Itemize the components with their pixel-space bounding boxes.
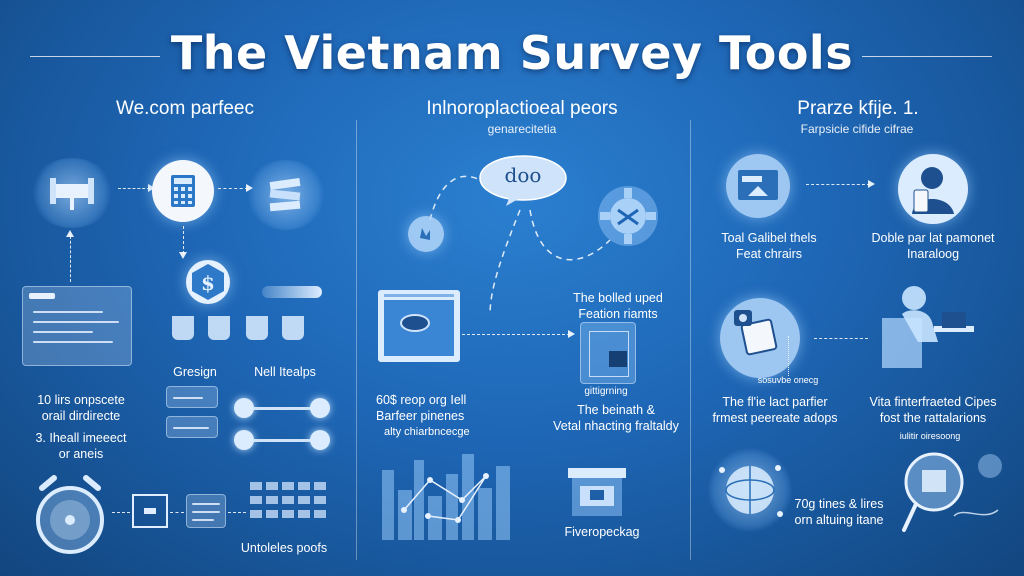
- arrow-head: [568, 330, 575, 338]
- column-heading: We.com parfeec: [116, 98, 254, 119]
- connector: [806, 184, 870, 185]
- title-rule-left: [30, 56, 160, 57]
- reporting-subcaption: alty chiarbncecge: [384, 426, 470, 438]
- slider-icon: [234, 398, 334, 420]
- matching-caption: The beinath & Vetal nhacting fraltaldy: [553, 403, 679, 433]
- hand-chat-icon: [408, 216, 444, 252]
- browser-upload-icon: [726, 154, 790, 218]
- bottom-caption: Untoleles poofs: [240, 541, 328, 555]
- stats-caption: 10 lirs onpscete orail dirdirecte 3. Ihe…: [35, 393, 127, 461]
- column-subheading: Farpsicie cifide cifrae: [800, 122, 914, 136]
- browser-window-icon: [22, 286, 132, 366]
- column-divider-1: [356, 120, 357, 560]
- person-phone-icon: [898, 154, 968, 224]
- slider-icon: [234, 430, 334, 452]
- interfraeted-caption: Vita finterfraeted Cipes fost the rattal…: [869, 395, 997, 425]
- dollar-badge-icon: $: [186, 260, 230, 304]
- tool-caption: Toal Galibel thels Feat chrairs: [721, 231, 817, 261]
- column-divider-2: [690, 120, 691, 560]
- connector: [118, 188, 150, 189]
- arrow-head: [66, 230, 74, 237]
- pen-icon: [262, 286, 322, 298]
- small-label: gittigrning: [584, 386, 628, 397]
- connector: [112, 512, 130, 513]
- magnifier-icon: [894, 446, 1012, 546]
- arrow-head: [148, 184, 155, 192]
- speech-bubble-icon: doo: [478, 154, 568, 208]
- city-network-icon: [378, 440, 518, 540]
- alarm-clock-icon: [30, 470, 110, 560]
- network-globe-icon: [708, 448, 792, 532]
- calculator-icon: [152, 160, 214, 222]
- column-heading: Prarze kfije. 1.: [797, 98, 919, 119]
- design-label: Gresign: [173, 365, 217, 379]
- connector: [814, 338, 868, 339]
- connector: [462, 334, 570, 335]
- flow-connectors: [429, 175, 611, 316]
- puzzle-gear-icon: [592, 180, 664, 252]
- small-label: iulitir oiresoong: [899, 431, 961, 441]
- payment-caption: Doble par lat pamonet Inaraloog: [871, 231, 995, 261]
- cups-icon: [172, 316, 322, 344]
- document-icon: [186, 494, 226, 528]
- tablet-device-icon: [720, 298, 800, 378]
- bottom-caption: Fiveropeckag: [564, 525, 640, 539]
- arrow-head: [868, 180, 875, 188]
- parfier-caption: The fl'ie lact parfier frmest peereate a…: [712, 395, 838, 425]
- form-field-icon: [166, 416, 218, 438]
- seated-worker-icon: [878, 282, 978, 372]
- grid-icon: [250, 482, 328, 532]
- tools-label: Nell Itealps: [254, 365, 316, 379]
- arrow-head: [179, 252, 187, 259]
- document-stack-icon: [246, 160, 326, 230]
- column-subheading: genarecitetia: [487, 122, 557, 136]
- column-heading: Inlnoroplactioeal peors: [426, 98, 618, 119]
- dotted-trail: [788, 336, 812, 376]
- connector: [70, 236, 71, 282]
- storefront-icon: [566, 460, 628, 518]
- connector: [183, 226, 184, 254]
- svg-text:$: $: [201, 271, 215, 295]
- layout-card-icon: [580, 322, 636, 384]
- small-label: sosuvbe onecg: [757, 375, 819, 385]
- laptop-icon: [378, 290, 460, 368]
- page-title: The Vietnam Survey Tools: [170, 26, 854, 80]
- bottom-caption: 70g tines & lires orn altuing itane: [794, 497, 884, 527]
- title-rule-right: [862, 56, 992, 57]
- form-field-icon: [166, 386, 218, 408]
- connector: [228, 512, 246, 513]
- connector: [218, 188, 248, 189]
- bubble-text: doo: [504, 163, 542, 187]
- reporting-caption: 60$ reop org Iell Barfeer pinenes: [376, 393, 467, 423]
- feature-caption: The bolled uped Feation riamts: [573, 291, 663, 321]
- connector: [170, 512, 184, 513]
- scales-icon: [30, 158, 114, 228]
- screen-icon: [132, 494, 168, 528]
